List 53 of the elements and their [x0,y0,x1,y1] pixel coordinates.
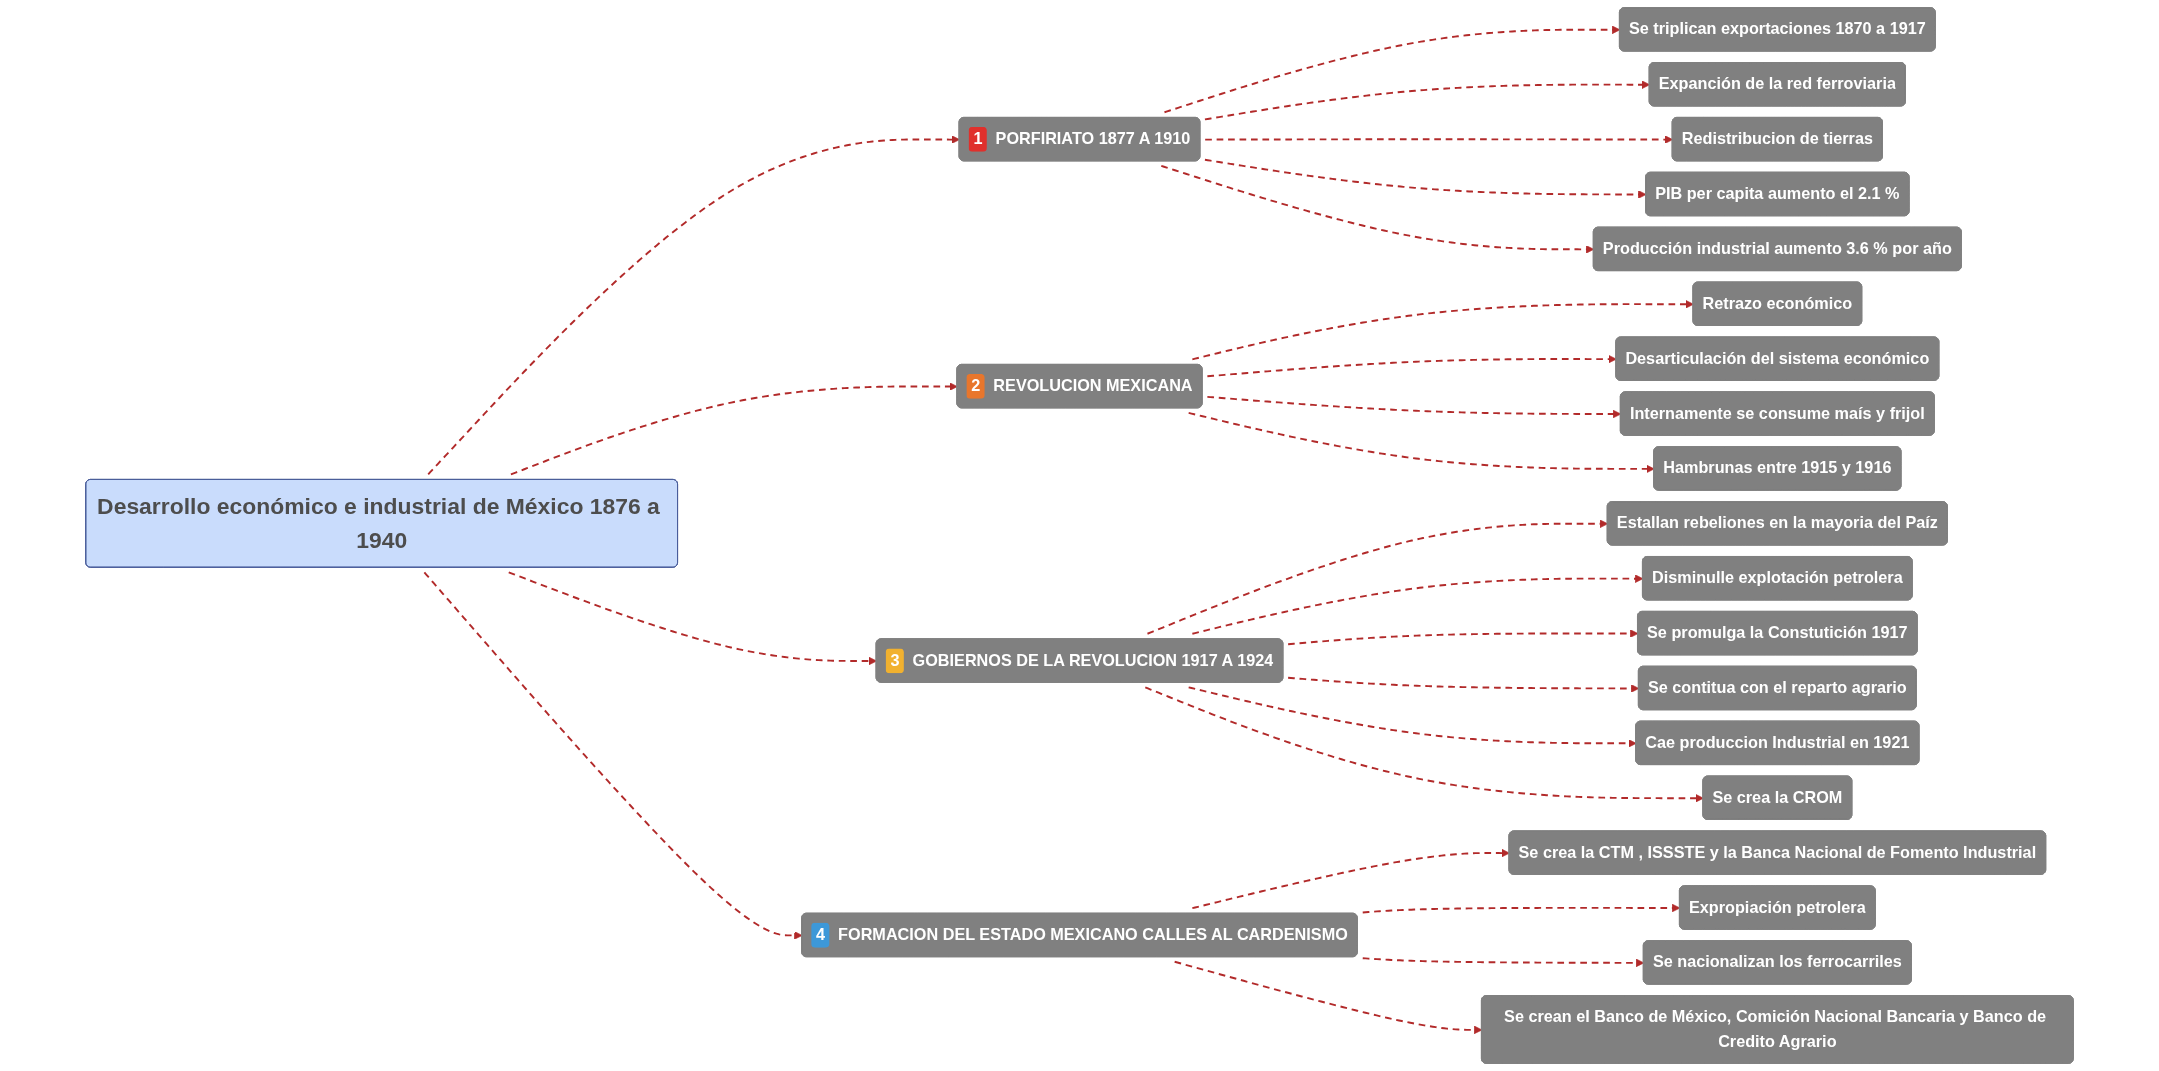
arrow [1191,300,1694,361]
arrow [1361,903,1681,914]
arrow [1163,25,1621,114]
arrow [509,382,958,476]
topic-title: REVOLUCION MEXICANA [993,376,1193,395]
topic-title: GOBIERNOS DE LA REVOLUCION 1917 A 1924 [912,651,1274,670]
topic-box [956,363,1203,409]
arrow [1187,686,1637,748]
subtopic-box: Estallan rebeliones en la mayoria del Paíz [1606,501,1948,546]
arrow [427,135,960,476]
priority-number: 3 [885,648,905,673]
subtopic-box: Disminulle explotación petrolera [1642,556,1913,601]
subtopic-box: Producción industrial aumento 3.6 % por año [1592,226,1962,272]
subtopic-box: Internamente se consume maís y frijol [1619,391,1935,436]
subtopic-box: Se crea la CTM , ISSSTE y la Banca Nacional de Fomento Industrial [1508,830,2047,875]
arrow [423,571,803,940]
subtopic-box: PIB per capita aumento el 2.1 % [1645,171,1910,217]
subtopic-box: Cae produccion Industrial en 1921 [1635,720,1920,766]
arrow [1287,629,1639,646]
topic-title: FORMACION DEL ESTADO MEXICANO CALLES AL CARDENISMO [838,925,1348,944]
arrow [1204,135,1674,144]
subtopic-box: Se contitua con el reparto agrario [1637,665,1917,711]
central-topic-box: Desarrollo económico e industrial de México 1876 a 1940 [85,478,679,568]
arrow [1287,676,1640,693]
subtopic-box: Se promulga la Constutición 1917 [1637,610,1918,656]
subtopic-box: Se crea la CROM [1702,775,1853,820]
topic-box [958,116,1201,162]
arrow [1361,957,1645,968]
arrow [1191,848,1510,910]
arrow [507,571,877,666]
topic-box [875,638,1284,683]
arrow [1173,960,1483,1035]
arrow [1146,519,1609,635]
arrow [1191,574,1644,635]
arrow [1144,686,1704,803]
subtopic-box: Desarticulación del sistema económico [1615,336,1940,381]
subtopic-box: Hambrunas entre 1915 y 1916 [1653,446,1902,491]
subtopic-box: Se nacionalizan los ferrocarriles [1642,940,1912,985]
arrow [1160,164,1595,254]
subtopic-box: Retrazo económico [1692,281,1863,326]
arrow [1203,158,1647,199]
priority-number: 4 [811,922,830,948]
arrow [1206,395,1622,419]
subtopic-box: Expropiación petrolera [1678,885,1876,930]
topic-box [801,912,1358,958]
arrow [1203,80,1651,121]
subtopic-box: Expanción de la red ferroviaria [1648,62,1906,107]
arrow [1187,411,1655,474]
arrow [1206,354,1617,378]
subtopic-box: Se crean el Banco de México, Comición Nacional Bancaria y Banco de Credito Agrario [1480,995,2074,1064]
subtopic-box: Se triplican exportaciones 1870 a 1917 [1618,7,1936,52]
topic-title: PORFIRIATO 1877 A 1910 [995,129,1191,148]
subtopic-box: Redistribucion de tierras [1671,116,1883,162]
